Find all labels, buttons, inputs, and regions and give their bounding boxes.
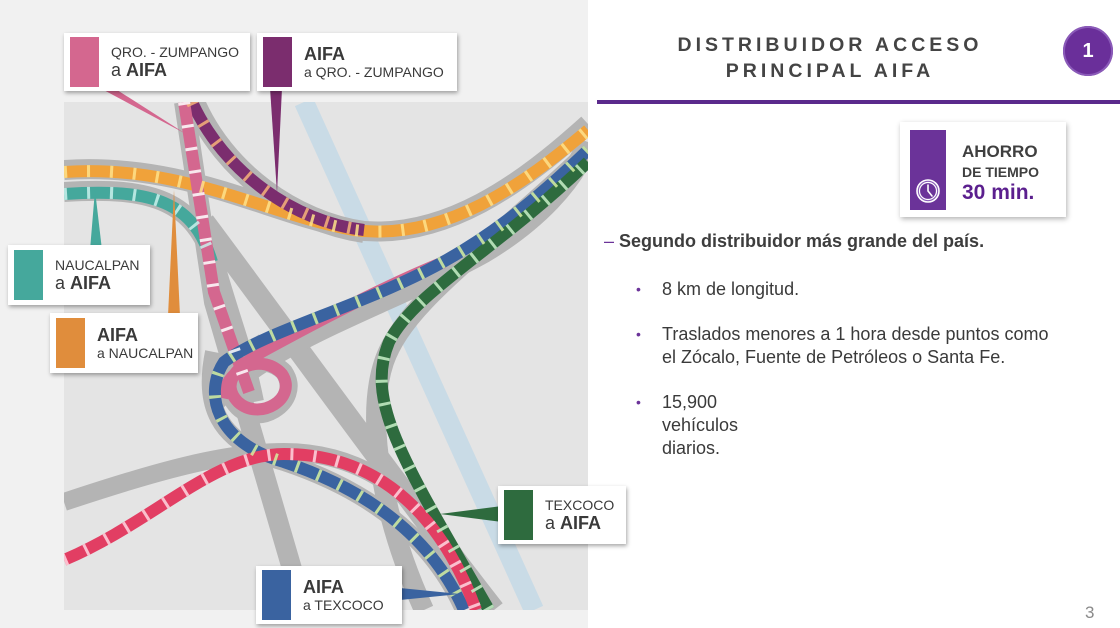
saving-label-line-2: DE TIEMPO [962,164,1040,180]
road-diagram [64,102,588,610]
title-line-2: PRINCIPAL AIFA [725,60,935,82]
legend-origin: AIFA [97,324,139,345]
legend-destination: a QRO. - ZUMPANGO [304,64,444,81]
legend-swatch [56,318,85,368]
list-item-text: diarios. [662,438,721,458]
legend-swatch [263,37,292,87]
legend-origin: QRO. - ZUMPANGO [111,43,240,60]
legend-origin: NAUCALPAN [55,256,140,273]
legend-destination: AIFA [126,59,168,80]
list-item-text: 8 km de longitud. [662,279,800,299]
legend-origin: AIFA [304,43,346,64]
legend-destination: AIFA [70,272,112,293]
legend-swatch [70,37,99,87]
title-divider [597,100,1120,104]
list-item-text: Traslados menores a 1 hora desde puntos … [662,324,1049,344]
bullet-icon: • [636,394,641,410]
bullet-icon: • [636,281,641,297]
saving-value: 30 min. [962,181,1035,204]
section-number-badge: 1 [1063,26,1113,76]
saving-label-line-1: AHORRO [962,142,1038,161]
legend-aifa-to-naucalpan: AIFA a NAUCALPAN [50,313,198,373]
legend-texcoco-to-aifa: TEXCOCO a AIFA [498,486,626,544]
river [294,102,544,610]
list-item: • Traslados menores a 1 hora desde punto… [632,323,1112,369]
pointer-qro-to-aifa [100,88,186,134]
page-number: 3 [1085,603,1095,622]
page-title: DISTRIBUIDOR ACCESO PRINCIPAL AIFA [620,32,1040,84]
legend-swatch [262,570,291,620]
legend-origin: TEXCOCO [545,496,615,513]
pointer-aifa-to-qro [270,88,282,193]
legend-swatch [14,250,43,300]
legend-aifa-to-qro: AIFA a QRO. - ZUMPANGO [257,33,457,91]
legend-destination: AIFA [560,512,602,533]
pointer-aifa-to-texcoco [400,588,460,600]
pointer-naucalpan-to-aifa [90,190,102,250]
time-saving-card: AHORRO DE TIEMPO 30 min. [900,122,1066,217]
legend-prefix: a [55,272,71,293]
legend-qro-to-aifa: QRO. - ZUMPANGO a AIFA [64,33,250,91]
legend-origin: AIFA [303,576,345,597]
title-line-1: DISTRIBUIDOR ACCESO [677,34,983,56]
legend-destination: a TEXCOCO [303,597,384,614]
list-item-text: 15,900 [662,392,718,412]
pointer-aifa-to-naucalpan [168,190,180,316]
list-item-text: vehículos [662,415,739,435]
list-item: • 15,900 vehículos diarios. [632,391,1112,460]
legend-swatch [504,490,533,540]
fact-list: • 8 km de longitud. • Traslados menores … [632,278,1112,482]
legend-naucalpan-to-aifa: NAUCALPAN a AIFA [8,245,150,305]
legend-aifa-to-texcoco: AIFA a TEXCOCO [256,566,402,624]
legend-prefix: a [545,512,561,533]
lead-statement: –Segundo distribuidor más grande del paí… [604,231,984,252]
legend-destination: a NAUCALPAN [97,345,194,362]
list-item: • 8 km de longitud. [632,278,1112,301]
pointer-texcoco-to-aifa [440,506,502,522]
legend-prefix: a [111,59,127,80]
bullet-icon: • [636,326,641,342]
map-panel: QRO. - ZUMPANGO a AIFA AIFA a QRO. - ZUM… [0,0,615,628]
list-item-text: el Zócalo, Fuente de Petróleos o Santa F… [662,347,1006,367]
lead-text: Segundo distribuidor más grande del país… [619,231,985,251]
interchange-map [64,102,588,610]
dash-marker: – [604,231,615,251]
clock-icon [916,179,940,203]
